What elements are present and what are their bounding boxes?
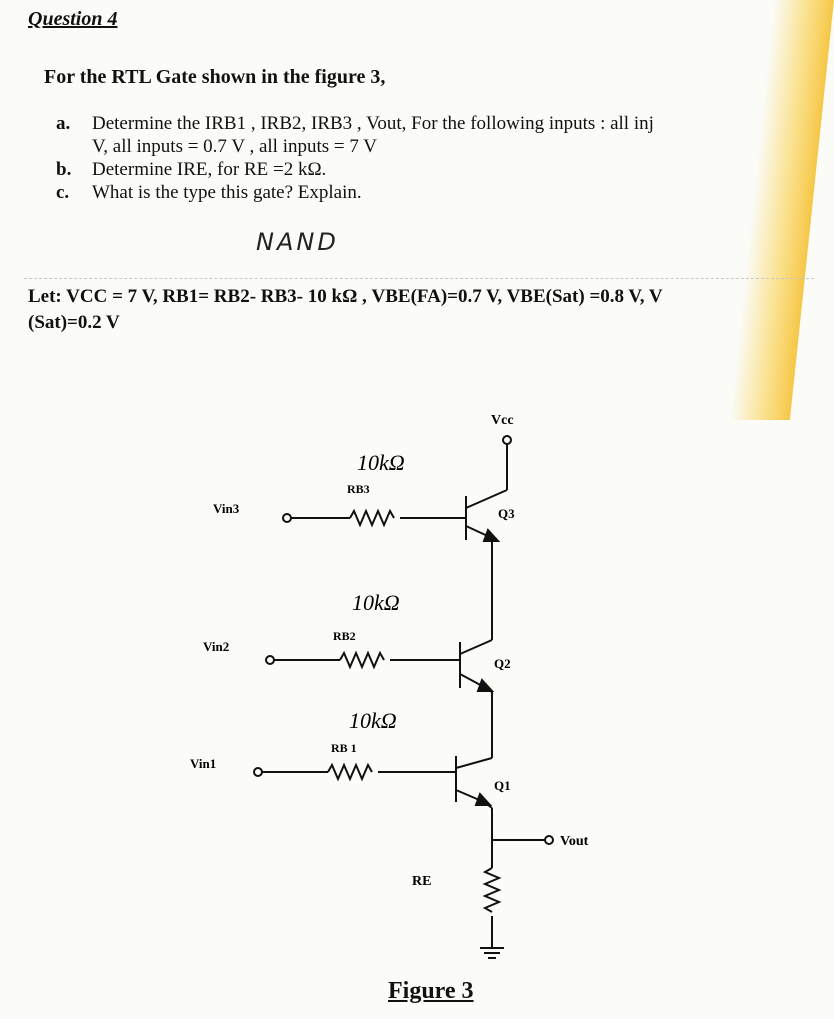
handwritten-answer: NAND (256, 228, 339, 256)
vin1-terminal (253, 767, 263, 777)
given-line-2: (Sat)=0.2 V (28, 312, 120, 333)
transistor-q1 (455, 756, 493, 868)
rb2-label: RB2 (333, 629, 356, 643)
rtl-circuit-diagram: Vcc Vin3 RB3 10kΩ Q3 Vin2 RB2 10kΩ Q2 Vi… (190, 413, 589, 959)
question-list: a. Determine the IRB1 , IRB2, IRB3 , Vou… (56, 112, 834, 204)
figure-caption: Figure 3 (388, 978, 474, 1004)
rb2-annotation: 10kΩ (352, 590, 400, 615)
item-text: Determine IRE, for RE =2 kΩ. (92, 159, 327, 180)
question-intro: For the RTL Gate shown in the figure 3, (44, 66, 386, 88)
transistor-q3 (465, 489, 508, 640)
question-item-b: b. Determine IRE, for RE =2 kΩ. (56, 158, 834, 181)
vcc-label: Vcc (491, 413, 514, 428)
rb1-label: RB 1 (331, 741, 357, 755)
vin2-label: Vin2 (203, 639, 229, 654)
question-title: Question 4 (28, 8, 118, 30)
paper-edge-shadow (729, 0, 834, 420)
item-text: Determine the IRB1 , IRB2, IRB3 , Vout, … (92, 113, 654, 134)
divider-line (24, 278, 814, 279)
resistor-rb2-symbol (339, 650, 385, 670)
vin3-terminal (282, 513, 292, 523)
question-item-c: c. What is the type this gate? Explain. (56, 181, 834, 204)
item-label: b. (56, 159, 72, 180)
given-values: Let: VCC = 7 V, RB1= RB2- RB3- 10 kΩ , V… (28, 284, 828, 336)
vin1-label: Vin1 (190, 756, 216, 771)
q2-label: Q2 (494, 656, 511, 671)
item-text-continued: V, all inputs = 0.7 V , all inputs = 7 V (92, 136, 377, 157)
re-label: RE (412, 874, 431, 889)
resistor-rb3-symbol (349, 508, 395, 528)
rb1-annotation: 10kΩ (349, 708, 397, 733)
q1-label: Q1 (494, 778, 511, 793)
given-line-1: Let: VCC = 7 V, RB1= RB2- RB3- 10 kΩ , V… (28, 286, 663, 307)
transistor-q2 (459, 639, 495, 758)
vin3-label: Vin3 (213, 501, 240, 516)
item-label: c. (56, 182, 70, 203)
item-text: What is the type this gate? Explain. (92, 182, 362, 203)
rb3-label: RB3 (347, 482, 370, 496)
vout-label: Vout (560, 834, 589, 849)
resistor-rb1-symbol (327, 762, 373, 782)
resistor-re-symbol (482, 867, 502, 913)
item-label: a. (56, 113, 71, 134)
question-item-a: a. Determine the IRB1 , IRB2, IRB3 , Vou… (56, 112, 834, 158)
q3-label: Q3 (498, 506, 515, 521)
rb3-annotation: 10kΩ (357, 450, 405, 475)
ground-icon (480, 947, 504, 959)
vout-terminal (544, 835, 554, 845)
vcc-terminal (502, 435, 512, 445)
vin2-terminal (265, 655, 275, 665)
